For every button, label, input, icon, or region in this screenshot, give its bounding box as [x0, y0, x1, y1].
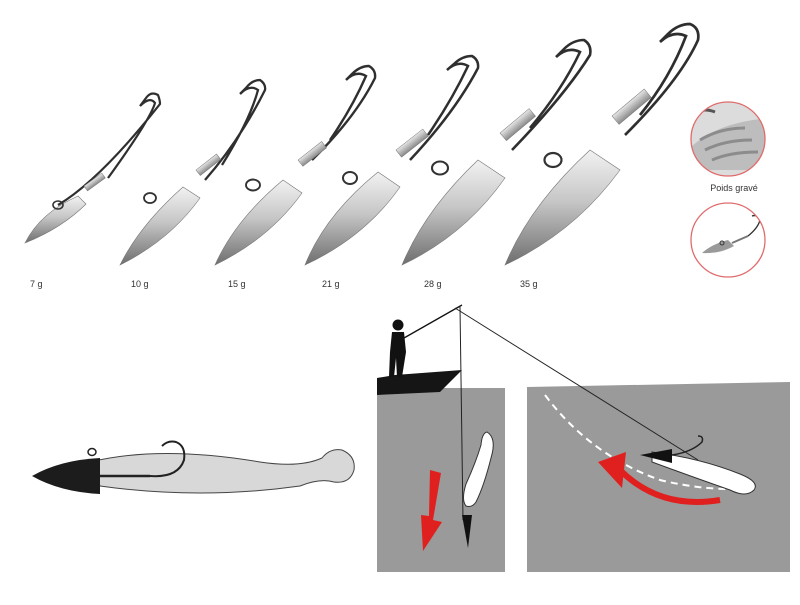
weight-label-35g: 35 g — [520, 279, 538, 289]
jig-head-21g — [304, 54, 480, 266]
engraved-weight-label: Poids gravé — [710, 183, 758, 193]
swimming-retrieve-diagram — [454, 307, 790, 572]
weight-label-7g: 7 g — [30, 279, 43, 289]
vertical-drop-diagram — [377, 304, 505, 572]
weight-label-21g: 21 g — [322, 279, 340, 289]
jig-head-10g — [119, 78, 267, 266]
weight-label-10g: 10 g — [131, 279, 149, 289]
weight-label-28g: 28 g — [424, 279, 442, 289]
rigged-soft-bait — [32, 440, 355, 494]
jig-head-15g — [214, 64, 377, 266]
jig-head-35g — [504, 22, 700, 266]
jig-head-7g — [24, 92, 162, 244]
angler-figure — [389, 304, 463, 377]
jig-head-detail-callout — [690, 202, 766, 278]
weight-label-15g: 15 g — [228, 279, 246, 289]
engraved-weight-callout — [690, 101, 766, 177]
jig-head-28g — [401, 38, 592, 266]
